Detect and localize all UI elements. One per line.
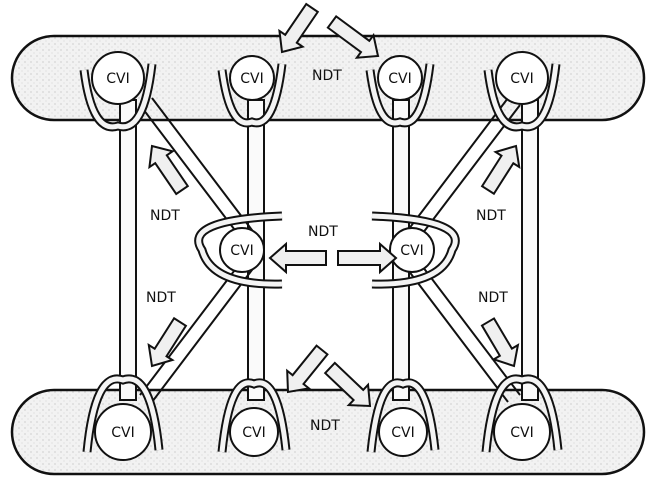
cvi-node-bottom-1: CVI	[82, 374, 164, 461]
ndt-label-upper-right: NDT	[476, 208, 506, 224]
cvi-circle	[94, 403, 152, 461]
ndt-label-lower-left: NDT	[146, 290, 176, 306]
cvi-circle	[219, 227, 265, 273]
cvi-circle	[493, 403, 551, 461]
ndt-arrow-upper-right	[480, 144, 521, 196]
cvi-circle	[389, 227, 435, 273]
ndt-arrow-top-left	[278, 2, 320, 54]
cvi-node-middle-1: CVI	[194, 211, 283, 289]
loop-arrow-fill	[219, 380, 289, 453]
cvi-node-top-3: CVI	[365, 55, 435, 128]
cvi-label: CVI	[242, 425, 265, 441]
cvi-circle	[229, 407, 279, 457]
cvi-circle	[91, 51, 145, 105]
loop-arrow-fill	[219, 63, 285, 126]
ndt-label-top: NDT	[312, 68, 342, 84]
cvi-label: CVI	[510, 71, 533, 87]
cvi-circle	[378, 407, 428, 457]
cvi-label: CVI	[388, 71, 411, 87]
cvi-node-bottom-3: CVI	[366, 378, 440, 457]
ndt-arrow-bottom-left	[286, 344, 329, 394]
ndt-arrow-bottom-right	[323, 361, 372, 408]
loop-arrow-fill	[485, 63, 559, 130]
cvi-circle	[495, 51, 549, 105]
ndt-arrow-top-right	[326, 14, 380, 59]
ndt-arrow-lower-left	[147, 316, 188, 368]
loop-arrow-fill	[84, 376, 162, 453]
ndt-arrow-upper-left	[148, 144, 190, 196]
cvi-circle	[377, 55, 423, 101]
cvi-node-bottom-2: CVI	[217, 378, 291, 457]
bottom-bar	[10, 388, 646, 476]
cvi-circle	[229, 55, 275, 101]
loop-arrow-fill	[81, 63, 155, 130]
ndt-label-center: NDT	[308, 224, 338, 240]
cvi-label: CVI	[391, 425, 414, 441]
cvi-node-middle-2: CVI	[371, 211, 460, 289]
cvi-label: CVI	[240, 71, 263, 87]
ndt-label-upper-left: NDT	[150, 208, 180, 224]
loop-arrow-fill	[367, 63, 433, 126]
cvi-label: CVI	[106, 71, 129, 87]
cvi-node-top-1: CVI	[79, 51, 157, 132]
ndt-label-lower-right: NDT	[478, 290, 508, 306]
cvi-label: CVI	[111, 425, 134, 441]
cvi-label: CVI	[400, 243, 423, 259]
loop-arrow-fill	[196, 213, 283, 287]
ndt-arrow-center-right	[337, 241, 398, 275]
ndt-arrow-lower-right	[480, 317, 520, 368]
cvi-label: CVI	[230, 243, 253, 259]
loop-arrow-fill	[483, 376, 561, 453]
loop-arrow-fill	[368, 380, 438, 453]
vertical-struts	[119, 99, 539, 401]
loop-arrow-fill	[371, 213, 458, 287]
cvi-node-top-2: CVI	[217, 55, 287, 128]
ndt-arrow-center-left	[268, 241, 327, 275]
cvi-node-bottom-4: CVI	[481, 374, 563, 461]
cvi-label: CVI	[510, 425, 533, 441]
top-bar	[10, 34, 646, 122]
cvi-node-top-4: CVI	[483, 51, 561, 132]
ndt-label-bottom: NDT	[310, 418, 340, 434]
